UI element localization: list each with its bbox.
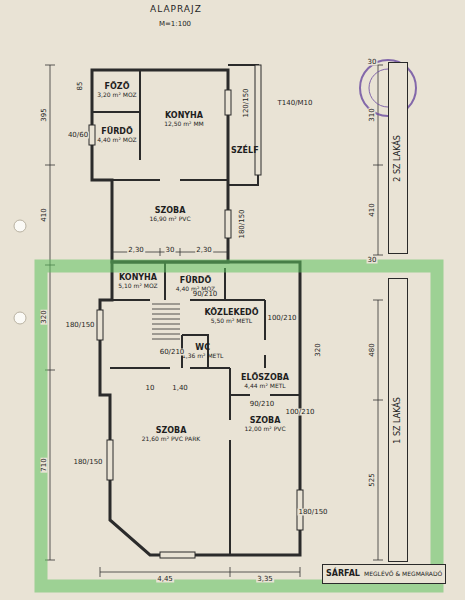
room: FŐZŐ3,20 m² MOZ <box>95 73 139 109</box>
dimension-label: 30 <box>367 257 378 264</box>
dimension-label: 85 <box>77 81 84 92</box>
unit-label-box: 1 SZ LAKÁS <box>388 278 408 562</box>
room-name: KONYHA <box>165 112 203 121</box>
room-name: WC <box>195 344 210 353</box>
dimension-label: 410 <box>41 207 48 222</box>
room: SZOBA12,00 m² PVC <box>232 400 298 450</box>
stair-step <box>152 334 180 335</box>
room-area: MEGLÉVŐ & MEGMARADÓ <box>364 571 442 578</box>
dimension-label: 100/210 <box>266 315 297 322</box>
room: SZOBA16,90 m² PVC <box>115 185 225 245</box>
stair-step <box>152 314 180 315</box>
dimension-label: 395 <box>41 107 48 122</box>
dimension-label: 30 <box>367 59 378 66</box>
room-name: ELŐSZOBA <box>241 374 289 383</box>
walls <box>92 70 300 555</box>
room-area: 5,10 m² MOZ <box>118 283 157 290</box>
room-area: 4,44 m² METL <box>244 383 285 390</box>
dimension-label: 30 <box>165 247 176 254</box>
dimension-label: 40/60 <box>67 132 89 139</box>
room-name: FŐZŐ <box>105 83 130 92</box>
dimension-label: 180/150 <box>239 208 246 239</box>
room-name: SZOBA <box>250 417 281 426</box>
room-name: KÖZLEKEDŐ <box>204 309 258 318</box>
plan-title: ALAPRAJZ <box>150 4 202 14</box>
legend-box: SÁRFAL MEGLÉVŐ & MEGMARADÓ <box>322 564 446 584</box>
room-name: FÜRDŐ <box>180 277 212 286</box>
punch-holes <box>14 220 26 324</box>
room-area: 16,90 m² PVC <box>149 216 190 223</box>
stair-step <box>152 309 180 310</box>
room-name: SZOBA <box>156 427 187 436</box>
room: KÖZLEKEDŐ5,50 m² METL <box>200 303 263 331</box>
dimension-label: 10 <box>145 385 156 392</box>
room-area: 12,50 m² MM <box>164 121 204 128</box>
room-name: SZÉLF <box>231 147 259 156</box>
dimension-label: T140/M10 <box>277 100 314 107</box>
dimension-label: 120/150 <box>243 87 250 118</box>
dimension-label: 410 <box>369 202 376 217</box>
dimension-label: 180/150 <box>64 322 95 329</box>
unit-label-box: 2 SZ LAKÁS <box>388 62 408 254</box>
room-area: 1,36 m² METL <box>182 353 223 360</box>
dimension-label: 4,45 <box>156 576 174 583</box>
room-name: SZOBA <box>155 207 186 216</box>
room: FÜRDŐ4,40 m² MOZ <box>95 114 139 158</box>
dimension-label: 525 <box>369 472 376 487</box>
dimension-label: 480 <box>369 342 376 357</box>
room: SZOBA21,60 m² PVC PARK <box>114 405 228 465</box>
dimension-label: 320 <box>315 342 322 357</box>
room-area: 12,00 m² PVC <box>244 426 285 433</box>
dimension-label: 3,35 <box>256 576 274 583</box>
room: KONYHA5,10 m² MOZ <box>113 266 163 298</box>
partitions <box>92 65 300 555</box>
room-name: 1 SZ LAKÁS <box>394 397 403 444</box>
dimension-label: 180/150 <box>297 509 328 516</box>
dimension-label: 2,30 <box>127 247 145 254</box>
stair-step <box>152 304 180 305</box>
stair-step <box>152 319 180 320</box>
dimension-label: 90/210 <box>192 291 219 298</box>
room-area: 5,50 m² METL <box>211 318 252 325</box>
stairs <box>152 304 180 339</box>
dimension-lines <box>45 65 383 577</box>
room: SZÉLF <box>229 142 261 160</box>
dimension-label: 180/150 <box>72 459 103 466</box>
stair-step <box>152 324 180 325</box>
scale-label: M=1:100 <box>158 21 192 28</box>
stair-step <box>152 339 180 340</box>
dimension-label: 1,40 <box>171 385 189 392</box>
dimension-label: 2,30 <box>195 247 213 254</box>
highlight-band <box>41 266 437 586</box>
room-name: FÜRDŐ <box>101 128 133 137</box>
dimension-label: 90/210 <box>249 401 276 408</box>
room-area: 21,60 m² PVC PARK <box>142 436 201 443</box>
dimension-label: 100/210 <box>284 409 315 416</box>
room: ELŐSZOBA4,44 m² METL <box>232 370 298 394</box>
dimension-label: 60/210 <box>159 349 186 356</box>
dimension-label: 710 <box>41 457 48 472</box>
room-name: SÁRFAL <box>326 570 360 579</box>
stair-step <box>152 329 180 330</box>
room: WC1,36 m² METL <box>180 337 225 366</box>
windows <box>89 65 303 558</box>
dimension-label: 310 <box>369 107 376 122</box>
room-name: KONYHA <box>119 274 157 283</box>
room-area: 4,40 m² MOZ <box>97 137 136 144</box>
dimension-label: 320 <box>41 309 48 324</box>
room-area: 3,20 m² MOZ <box>97 92 136 99</box>
room: KONYHA12,50 m² MM <box>142 80 226 160</box>
room-name: 2 SZ LAKÁS <box>394 135 403 182</box>
